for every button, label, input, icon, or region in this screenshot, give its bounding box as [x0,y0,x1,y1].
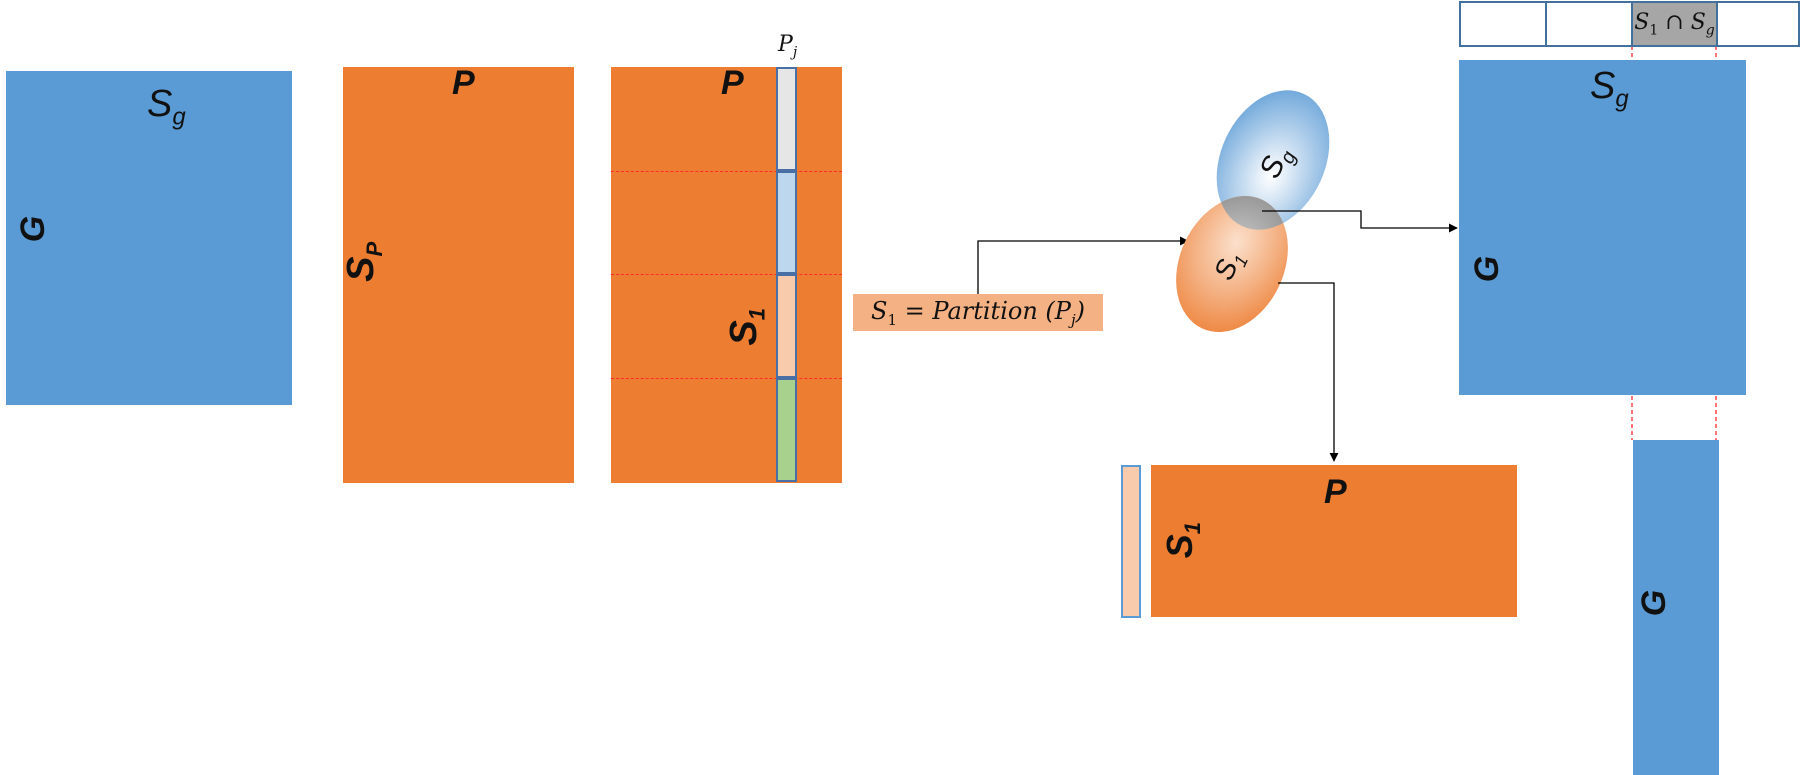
pj-cell-4 [776,378,797,482]
matrix-p-s1-bottom [1151,465,1517,617]
label-sg-right: Sg [1590,65,1629,113]
intersection-strip [1459,1,1800,47]
pj-cell-3 [776,274,797,378]
connector-to-g-sg-right [1262,210,1458,233]
label-pj: Pj [778,32,798,61]
label-p-matrix3: P [721,64,744,102]
pj-cell-1 [776,67,797,171]
label-g-column: G [1635,589,1674,617]
matrix-g-sg-right [1459,60,1746,395]
connector-to-p-s1-bottom [1278,282,1339,462]
label-p-bottom: P [1324,473,1347,511]
s1-vector [1121,465,1141,618]
label-s1-bottom: S1 [1159,521,1206,559]
partition-line-1 [611,171,842,172]
ellipse-sg [1216,90,1330,230]
matrix-g-sg-left [6,71,292,405]
pj-cell-2 [776,171,797,274]
connector-formula-to-ellipses [977,236,1189,294]
partition-formula: S1 = Partition (Pj) [853,294,1103,331]
matrix-p-s1-partitioned [611,67,842,483]
label-p-matrix2: P [452,64,475,102]
partition-line-3 [611,378,842,379]
matrix-p-sp [343,67,574,483]
ellipse-s1 [1176,196,1288,332]
strip-divider-2 [1631,1,1633,47]
strip-divider-3 [1716,1,1718,47]
label-g-right: G [1468,255,1507,283]
partition-line-2 [611,274,842,275]
intersection-cell: S1 ∩ Sg [1633,3,1716,45]
matrix-g-intersection [1633,440,1719,775]
strip-divider-1 [1545,1,1547,47]
label-sg-left: Sg [147,83,186,131]
